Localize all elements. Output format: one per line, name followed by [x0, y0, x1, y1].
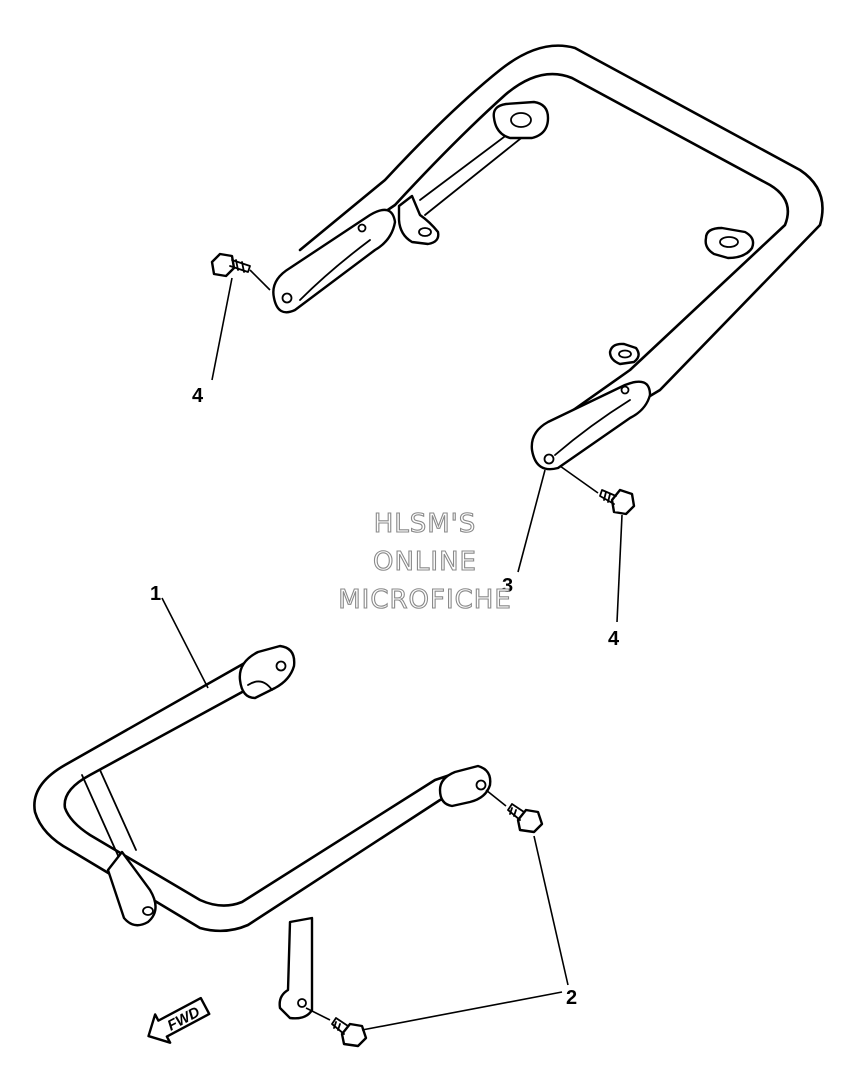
callout-1: 1	[150, 583, 161, 605]
callout-2: 2	[566, 987, 577, 1009]
watermark: HLSM'S ONLINE MICROFICHE	[338, 508, 512, 615]
bolt-axis-2-lower	[305, 1007, 331, 1021]
rear-carrier-part-3[interactable]	[272, 44, 824, 471]
bolt-part-2-lower[interactable]	[331, 1017, 368, 1048]
bolt-axis-4-lower	[559, 465, 599, 494]
callout-4-upper: 4	[192, 385, 204, 407]
watermark-line-2: ONLINE	[373, 547, 477, 577]
callout-3: 3	[502, 575, 513, 597]
fwd-direction-arrow: FWD	[147, 996, 211, 1044]
watermark-line-1: HLSM'S	[374, 509, 477, 539]
watermark-line-3: MICROFICHE	[338, 585, 512, 615]
bolt-part-2-right[interactable]	[507, 803, 544, 834]
bolt-part-4-upper[interactable]	[210, 252, 251, 278]
bolt-part-4-lower[interactable]	[599, 488, 636, 516]
leader-line-1	[161, 597, 209, 689]
leader-line-3	[517, 469, 546, 573]
callout-4-lower: 4	[608, 628, 620, 650]
bolt-axis-2-right	[485, 789, 507, 807]
fwd-arrow-icon	[147, 996, 211, 1044]
leader-line-2a	[533, 835, 569, 986]
front-guard-part-1[interactable]	[33, 644, 492, 1020]
leader-line-2b	[361, 991, 563, 1031]
leader-line-4-lower	[616, 514, 623, 623]
bolt-axis-4-upper	[249, 269, 271, 291]
leader-line-4-upper	[211, 277, 233, 381]
